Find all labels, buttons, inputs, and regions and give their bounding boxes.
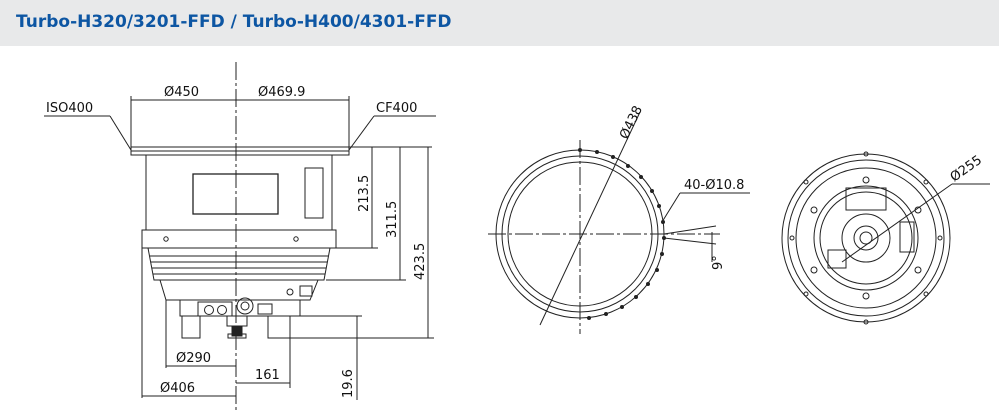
spacing-9-label: 9° bbox=[711, 255, 726, 270]
height-423-label: 423.5 bbox=[413, 243, 428, 280]
dia-450-label: Ø450 bbox=[164, 85, 199, 100]
flange-top-view bbox=[488, 111, 750, 334]
iso-flange-label: ISO400 bbox=[46, 101, 93, 116]
section-title: Turbo-H320/3201-FFD / Turbo-H400/4301-FF… bbox=[16, 12, 452, 32]
technical-drawing: ISO400 CF400 Ø450 Ø469.9 213.5 311.5 423… bbox=[44, 62, 990, 410]
cf-flange-label: CF400 bbox=[376, 101, 417, 116]
dia-438-label: Ø438 bbox=[617, 104, 646, 142]
dia-290-label: Ø290 bbox=[176, 351, 211, 366]
holes-label: 40-Ø10.8 bbox=[684, 178, 744, 193]
len-19-6-label: 19.6 bbox=[341, 369, 356, 398]
pump-body bbox=[145, 154, 333, 231]
side-view bbox=[44, 62, 436, 410]
dia-255-label: Ø255 bbox=[948, 153, 985, 185]
dia-469-label: Ø469.9 bbox=[258, 85, 305, 100]
bolt-hole-ring bbox=[578, 148, 666, 320]
len-161-label: 161 bbox=[255, 368, 280, 383]
dia-406-label: Ø406 bbox=[160, 381, 195, 396]
section-header: Turbo-H320/3201-FFD / Turbo-H400/4301-FF… bbox=[0, 0, 999, 46]
height-213-label: 213.5 bbox=[357, 175, 372, 212]
height-311-label: 311.5 bbox=[385, 201, 400, 238]
bottom-view bbox=[781, 151, 990, 325]
